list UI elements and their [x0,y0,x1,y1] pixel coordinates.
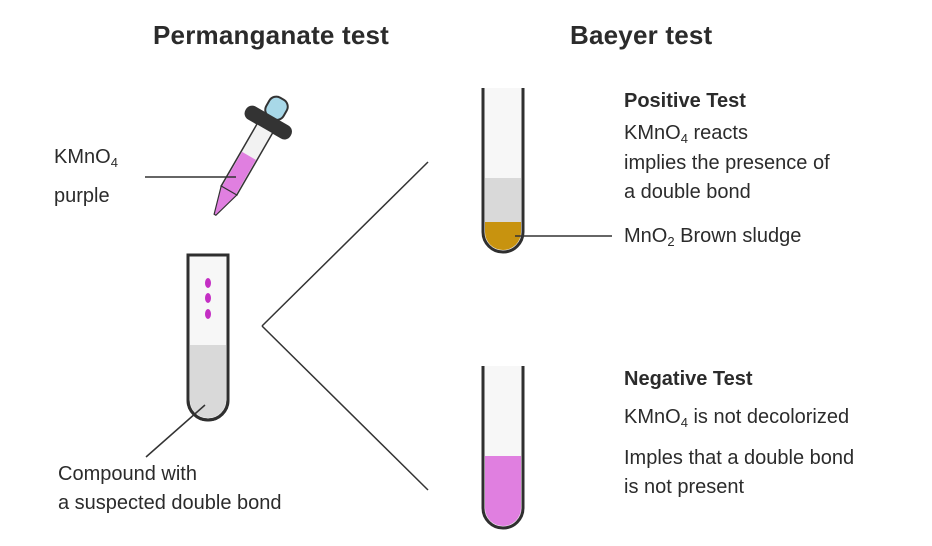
compound-pointer-line [145,404,206,458]
positive-test-product: MnO2 Brown sludge [624,225,802,249]
reagent-color-label: purple [54,185,110,207]
drop-1 [205,278,211,288]
compound-label-line2: a suspected double bond [58,492,282,514]
positive-test-line1: KMnO4 reacts [624,122,748,146]
drop-2 [205,293,211,303]
dropper-icon [213,95,292,216]
drop-3 [205,309,211,319]
negative-test-title: Negative Test [624,368,753,390]
branch-line-positive [261,161,429,327]
positive-test-line2: implies the presence of [624,152,830,174]
negative-test-line2: Imples that a double bond [624,447,855,469]
negative-test-line3: is not present [624,476,745,498]
positive-test-title: Positive Test [624,90,746,112]
negative-test-line1: KMnO4 is not decolorized [624,406,850,430]
compound-label-line1: Compound with [58,463,197,485]
purple-solution [485,456,521,526]
brown-sludge [485,222,521,250]
test-tube-negative [481,366,525,530]
heading-baeyer-test: Baeyer test [570,20,713,50]
heading-permanganate-test: Permanganate test [153,20,390,50]
test-tube-compound [186,253,230,422]
branch-line-negative [261,325,429,491]
test-tube-positive [481,88,525,254]
reagent-formula-label: KMnO4 [54,146,118,170]
positive-test-line3: a double bond [624,181,751,203]
